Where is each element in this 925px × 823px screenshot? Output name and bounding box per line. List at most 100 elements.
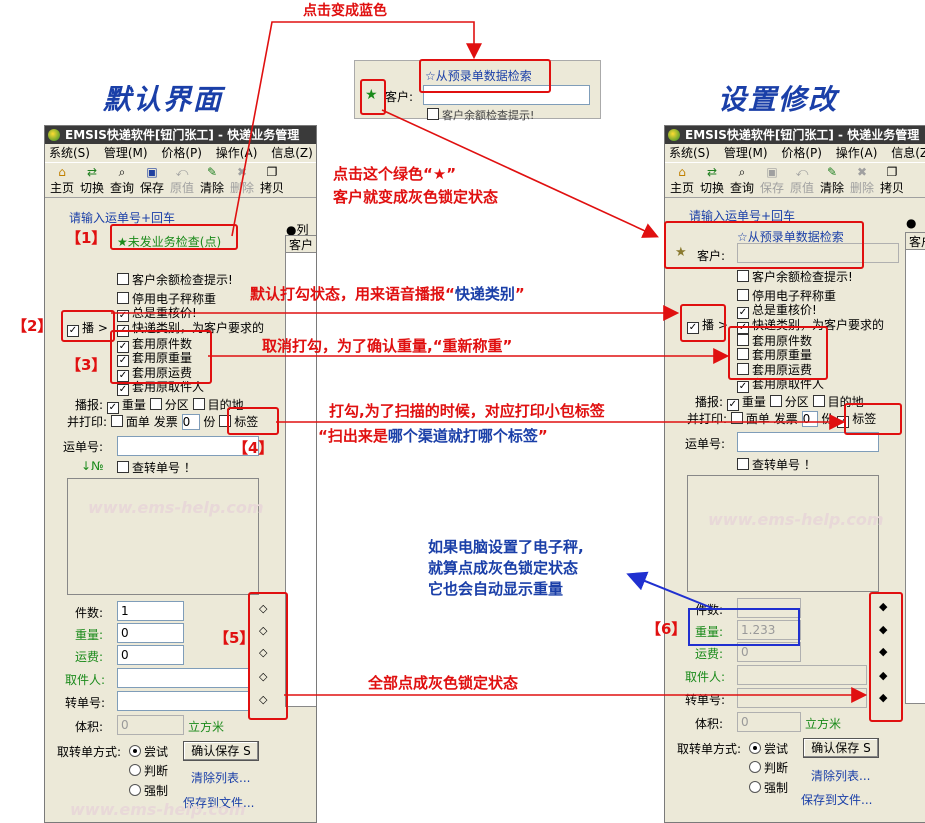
waybill-input[interactable]	[737, 432, 879, 452]
save-file-link[interactable]: 保存到文件...	[801, 793, 873, 807]
option-broadcast[interactable]: ✓播 >	[67, 321, 108, 337]
menu-price[interactable]: 价格(P)	[161, 146, 202, 160]
menu-info[interactable]: 信息(Z)	[891, 146, 925, 160]
weight-input[interactable]: 1.233	[737, 620, 801, 640]
clear-list-link[interactable]: 清除列表...	[811, 769, 871, 783]
list-column-customer[interactable]: 客户	[286, 236, 316, 253]
original-button[interactable]: ⤺原值	[167, 165, 197, 196]
option-use-orig-freight[interactable]: ✓套用原运费	[117, 366, 193, 382]
green-star-icon[interactable]: ★	[365, 87, 378, 103]
clear-list-link[interactable]: 清除列表...	[191, 771, 251, 785]
weight-label: 重量:	[695, 625, 724, 639]
copy-icon: ❐	[266, 165, 278, 179]
save-file-link[interactable]: 保存到文件...	[183, 796, 255, 810]
clear-button[interactable]: ✎清除	[817, 165, 847, 196]
option-balance-check[interactable]: 客户余额检查提示!	[737, 268, 853, 285]
annotation-check-2: “扫出来是哪个渠道就打哪个标签”	[318, 427, 548, 445]
tag-5: 【5】	[214, 629, 255, 647]
lock-toggle-transfer-icon[interactable]: ◇	[259, 693, 268, 706]
lock-toggle-pickup-icon[interactable]: ◆	[879, 669, 888, 682]
query-button[interactable]: ⌕查询	[107, 165, 137, 196]
option-broadcast[interactable]: ✓播 >	[687, 318, 728, 334]
option-balance-check[interactable]: 客户余额检查提示!	[117, 271, 233, 288]
pickup-input[interactable]	[737, 665, 867, 685]
option-use-orig-weight[interactable]: ✓套用原重量	[117, 351, 193, 367]
lock-toggle-transfer-icon[interactable]: ◆	[879, 691, 888, 704]
clear-button[interactable]: ✎清除	[197, 165, 227, 196]
menu-manage[interactable]: 管理(M)	[103, 146, 148, 160]
freight-input[interactable]: 0	[737, 642, 801, 662]
copy-button[interactable]: ❐拷贝	[877, 165, 907, 196]
annotation-scale-3: 它也会自动显示重量	[428, 580, 564, 598]
tab-waybill[interactable]: 请输入运单号+回车	[69, 211, 176, 225]
copy-button[interactable]: ❐拷贝	[257, 165, 287, 196]
menu-price[interactable]: 价格(P)	[781, 146, 822, 160]
home-button[interactable]: ⌂主页	[47, 165, 77, 196]
annotation-scale-2: 就算点成灰色锁定状态	[428, 559, 579, 577]
query-button[interactable]: ⌕查询	[727, 165, 757, 196]
toolbar: ⌂主页⇄切换⌕查询▣保存⤺原值✎清除✖删除❐拷贝	[665, 162, 925, 198]
menu-system[interactable]: 系统(S)	[669, 146, 710, 160]
customer-input[interactable]	[737, 243, 899, 263]
option-always-recheck[interactable]: ✓总是重核价!	[737, 303, 817, 319]
count-input[interactable]: 1	[117, 601, 184, 621]
option-use-orig-weight[interactable]: 套用原重量	[737, 346, 812, 363]
menu-system[interactable]: 系统(S)	[49, 146, 90, 160]
option-stop-scale[interactable]: 停用电子秤称重	[117, 290, 216, 307]
waybill-input[interactable]	[117, 436, 259, 456]
mode-try[interactable]: 尝试	[749, 740, 788, 757]
mode-judge[interactable]: 判断	[749, 759, 788, 776]
switch-button[interactable]: ⇄切换	[77, 165, 107, 196]
delete-button[interactable]: ✖删除	[227, 165, 257, 196]
tag-4: 【4】	[233, 439, 274, 457]
volume-label: 体积:	[695, 717, 724, 731]
annotation-green-star-2: 客户就变成灰色锁定状态	[333, 188, 499, 206]
option-use-orig-freight[interactable]: 套用原运费	[737, 361, 812, 378]
annotation-default-checked: 默认打勾状态，用来语音播报“快递类别”	[250, 285, 525, 303]
option-use-orig-count[interactable]: ✓套用原件数	[117, 337, 193, 353]
modified-window: EMSIS快递软件[钮门张工] - 快递业务管理 系统(S) 管理(M) 价格(…	[664, 125, 925, 823]
volume-input[interactable]: 0	[737, 712, 801, 732]
preorder-search-link[interactable]: ☆从预录单数据检索	[737, 230, 844, 244]
save-button[interactable]: ▣保存	[137, 165, 167, 196]
confirm-save-button[interactable]: 确认保存 S	[803, 738, 879, 758]
mode-judge[interactable]: 判断	[129, 762, 168, 779]
lock-toggle-count-icon[interactable]: ◇	[259, 602, 268, 615]
lock-toggle-pickup-icon[interactable]: ◇	[259, 670, 268, 683]
option-stop-scale[interactable]: 停用电子秤称重	[737, 287, 836, 304]
not-shipped-check-link[interactable]: ★未发业务检查(点)	[117, 235, 222, 249]
menu-info[interactable]: 信息(Z)	[271, 146, 313, 160]
menu-manage[interactable]: 管理(M)	[723, 146, 768, 160]
home-button[interactable]: ⌂主页	[667, 165, 697, 196]
save-button[interactable]: ▣保存	[757, 165, 787, 196]
lock-toggle-weight-icon[interactable]: ◇	[259, 624, 268, 637]
check-transfer[interactable]: 查转单号 ！	[737, 456, 816, 473]
lock-toggle-count-icon[interactable]: ◆	[879, 600, 888, 613]
mode-try[interactable]: 尝试	[129, 743, 168, 760]
mode-force[interactable]: 强制	[749, 779, 788, 796]
list-column-customer[interactable]: 客户	[906, 233, 925, 250]
lock-toggle-weight-icon[interactable]: ◆	[879, 623, 888, 636]
delete-button[interactable]: ✖删除	[847, 165, 877, 196]
confirm-save-button[interactable]: 确认保存 S	[183, 741, 259, 761]
option-use-orig-pickup[interactable]: ✓套用原取件人	[737, 377, 825, 393]
grey-star-icon[interactable]: ★	[675, 245, 687, 260]
volume-label: 体积:	[75, 720, 104, 734]
lock-toggle-freight-icon[interactable]: ◇	[259, 646, 268, 659]
check-transfer[interactable]: 查转单号 ！	[117, 459, 196, 476]
volume-unit: 立方米	[805, 717, 842, 731]
weight-input[interactable]: 0	[117, 623, 184, 643]
menu-operate[interactable]: 操作(A)	[835, 146, 878, 160]
option-use-orig-count[interactable]: 套用原件数	[737, 332, 812, 349]
tag-6: 【6】	[646, 620, 687, 638]
tab-waybill[interactable]: 请输入运单号+回车	[689, 209, 796, 223]
waybill-label: 运单号:	[63, 440, 104, 454]
preorder-search-link-zoom[interactable]: ☆从预录单数据检索	[425, 69, 532, 83]
volume-input[interactable]: 0	[117, 715, 184, 735]
switch-button[interactable]: ⇄切换	[697, 165, 727, 196]
freight-input[interactable]: 0	[117, 645, 184, 665]
mode-force[interactable]: 强制	[129, 782, 168, 799]
original-button[interactable]: ⤺原值	[787, 165, 817, 196]
clear-icon: ✎	[826, 165, 838, 179]
lock-toggle-freight-icon[interactable]: ◆	[879, 645, 888, 658]
